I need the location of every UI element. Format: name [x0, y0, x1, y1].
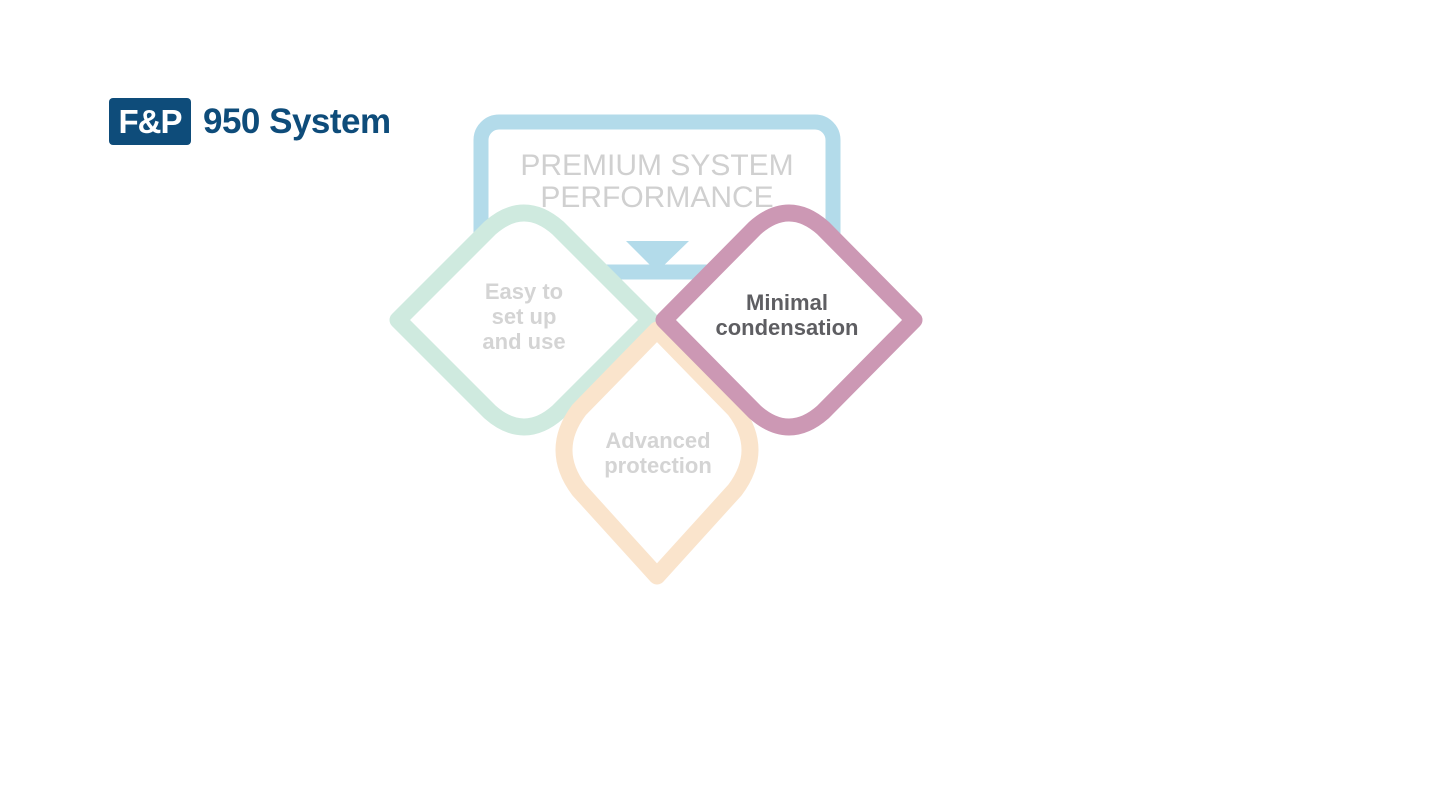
header-line-2: PERFORMANCE: [540, 181, 773, 214]
diamond-minimal-condensation[interactable]: Minimal condensation: [655, 204, 923, 436]
easy-line-3: and use: [482, 329, 565, 354]
diamond-advanced-protection[interactable]: Advanced protection: [555, 321, 759, 585]
minimal-line-1: Minimal: [746, 290, 828, 315]
down-arrow-icon: [626, 241, 689, 272]
minimal-line-2: condensation: [715, 315, 858, 340]
logo-badge: F&P: [109, 98, 191, 145]
header-line-1: PREMIUM SYSTEM: [520, 149, 793, 182]
logo-title: 950 System: [203, 101, 391, 141]
easy-line-2: set up: [492, 304, 557, 329]
easy-line-1: Easy to: [485, 279, 563, 304]
advanced-line-2: protection: [604, 453, 712, 478]
logo: F&P 950 System: [109, 98, 391, 145]
advanced-line-1: Advanced: [605, 428, 710, 453]
diamond-easy-setup[interactable]: Easy to set up and use: [389, 204, 659, 436]
